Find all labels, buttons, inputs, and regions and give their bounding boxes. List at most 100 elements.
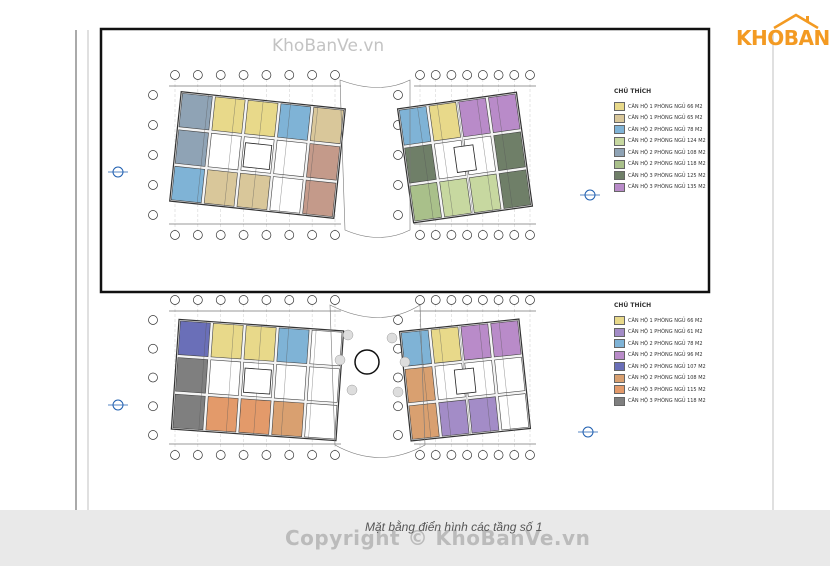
apartment-unit bbox=[309, 106, 344, 145]
grid-bubble bbox=[215, 450, 226, 460]
apartment-unit bbox=[174, 129, 209, 167]
grid-bubble bbox=[261, 70, 272, 80]
grid-bubble bbox=[478, 70, 488, 80]
grid-bubble bbox=[193, 230, 203, 240]
apartment-unit bbox=[409, 182, 442, 222]
legend-label: CĂN HỘ 2 PHÒNG NGỦ 118 M2 bbox=[628, 161, 706, 168]
grid-bubble bbox=[261, 295, 272, 305]
grid-bubble bbox=[148, 120, 158, 130]
grid-bubble bbox=[193, 295, 203, 305]
legend-swatch bbox=[614, 113, 625, 123]
tree bbox=[342, 329, 354, 341]
lower-floor-plan bbox=[148, 295, 536, 460]
interior-wall bbox=[224, 97, 237, 207]
legend-label: CĂN HỘ 3 PHÒNG NGỦ 135 M2 bbox=[628, 184, 706, 191]
legend-item: CĂN HỘ 2 PHÒNG NGỦ 78 M2 bbox=[614, 124, 706, 136]
apartment-unit bbox=[468, 396, 500, 434]
grid-bubble bbox=[148, 430, 158, 440]
grid-bubble bbox=[148, 401, 158, 412]
grid-bubble bbox=[509, 450, 520, 460]
apartment-unit bbox=[493, 131, 526, 171]
legend-swatch bbox=[614, 171, 625, 181]
apartment-unit bbox=[208, 359, 242, 396]
legend-item: CĂN HỘ 3 PHÒNG NGỦ 135 M2 bbox=[614, 182, 706, 194]
apartment-unit bbox=[175, 357, 209, 394]
legend-swatch bbox=[614, 373, 625, 383]
legend-label: CĂN HỘ 3 PHÒNG NGỦ 125 M2 bbox=[628, 172, 706, 179]
legend-label: CĂN HỘ 1 PHÒNG NGỦ 61 M2 bbox=[628, 329, 703, 336]
grid-bubble bbox=[330, 295, 340, 305]
legend-label: CĂN HỘ 2 PHÒNG NGỦ 124 M2 bbox=[628, 138, 706, 145]
legend-item: CĂN HỘ 1 PHÒNG NGỦ 65 M2 bbox=[614, 113, 706, 125]
apartment-unit bbox=[273, 364, 307, 401]
grid-bubble bbox=[284, 70, 295, 80]
interior-wall bbox=[498, 321, 511, 431]
interior-wall bbox=[306, 106, 319, 216]
apartment-unit bbox=[494, 356, 526, 394]
grid-bubble bbox=[148, 315, 158, 325]
drawing-caption: Mặt bằng điển hình các tầng số 1 bbox=[365, 520, 543, 534]
interior-wall bbox=[476, 97, 493, 212]
grid-bubble bbox=[525, 450, 535, 460]
tree bbox=[399, 356, 411, 368]
legend-swatch bbox=[614, 125, 625, 135]
grid-bubble bbox=[415, 70, 425, 80]
apartment-unit bbox=[438, 399, 470, 437]
interior-wall bbox=[198, 321, 207, 432]
grid-bubble bbox=[478, 230, 488, 240]
legend-label: CĂN HỘ 1 PHÒNG NGỦ 66 M2 bbox=[628, 317, 703, 324]
grid-bubble bbox=[238, 230, 249, 240]
grid-bubble bbox=[446, 230, 457, 240]
apartment-unit bbox=[439, 177, 472, 218]
building-wing bbox=[396, 91, 534, 224]
legend-item: CĂN HỘ 2 PHÒNG NGỦ 108 M2 bbox=[614, 147, 706, 159]
apartment-unit bbox=[271, 400, 305, 438]
interior-wall bbox=[496, 94, 513, 209]
apartment-unit bbox=[498, 169, 532, 209]
grid-bubble bbox=[393, 150, 403, 160]
grid-bubble bbox=[462, 295, 472, 305]
grid-bubble bbox=[261, 230, 272, 240]
grid-bubble bbox=[430, 450, 441, 460]
tree bbox=[334, 354, 346, 366]
legend-item: CĂN HỘ 1 PHÒNG NGỦ 66 M2 bbox=[614, 315, 706, 327]
apartment-unit bbox=[404, 144, 437, 184]
building-wing bbox=[170, 318, 345, 442]
legend-label: CĂN HỘ 2 PHÒNG NGỦ 78 M2 bbox=[628, 126, 703, 133]
legend-item: CĂN HỘ 2 PHÒNG NGỦ 78 M2 bbox=[614, 338, 706, 350]
watermark-top: KhoBanVe.vn bbox=[272, 36, 385, 56]
grid-bubble bbox=[462, 230, 472, 240]
apartment-unit bbox=[207, 132, 242, 171]
interior-wall bbox=[417, 106, 434, 221]
grid-bubble bbox=[446, 70, 457, 80]
grid-bubble bbox=[307, 70, 317, 80]
legend-label: CĂN HỘ 2 PHÒNG NGỦ 96 M2 bbox=[628, 352, 703, 359]
apartment-unit bbox=[404, 366, 436, 404]
legend-swatch bbox=[614, 350, 625, 360]
connecting-corridor bbox=[339, 79, 411, 238]
grid-bubble bbox=[238, 70, 249, 80]
grid-bubble bbox=[393, 90, 403, 100]
grid-bubble bbox=[215, 70, 226, 80]
legend-swatch bbox=[614, 148, 625, 158]
building-wing bbox=[398, 318, 532, 442]
grid-bubble bbox=[415, 230, 425, 240]
grid-bubble bbox=[415, 295, 425, 305]
grid-bubble bbox=[238, 295, 249, 305]
apartment-unit bbox=[306, 366, 340, 403]
grid-bubble bbox=[493, 295, 504, 305]
grid-bubble bbox=[284, 230, 295, 240]
legend-label: CĂN HỘ 1 PHÒNG NGỦ 66 M2 bbox=[628, 103, 703, 110]
logo-text: KHOBANVE bbox=[736, 26, 830, 50]
grid-bubble bbox=[193, 450, 203, 460]
apartment-unit bbox=[490, 320, 522, 358]
legend-item: CĂN HỘ 3 PHÒNG NGỦ 125 M2 bbox=[614, 170, 706, 182]
legend-swatch bbox=[614, 396, 625, 406]
apartment-unit bbox=[211, 96, 246, 134]
legend-swatch bbox=[614, 362, 625, 372]
grid-bubble bbox=[170, 230, 180, 240]
tree bbox=[386, 332, 398, 344]
grid-bubble bbox=[284, 295, 295, 305]
